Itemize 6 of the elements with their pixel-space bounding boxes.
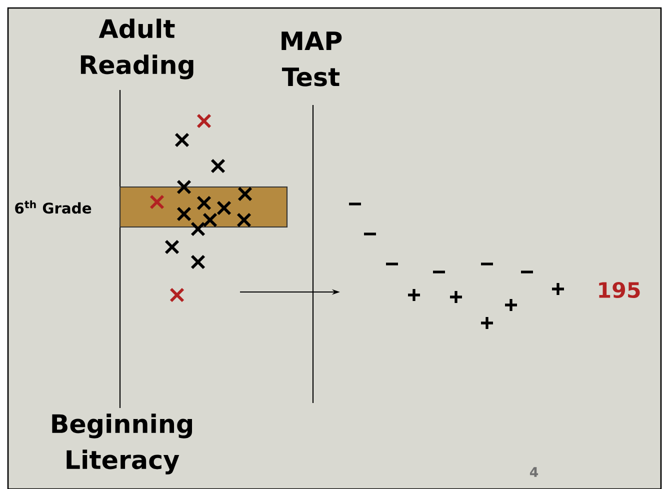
scale-label: MAP Test (282, 32, 342, 86)
band-label: 6$^{th}$ Grade (15, 200, 92, 214)
scale-label: Beginning Literacy (52, 414, 192, 474)
page-number: 4 (530, 467, 538, 477)
score-value: 195 (599, 282, 640, 298)
scale-label: Adult Reading (80, 18, 194, 80)
